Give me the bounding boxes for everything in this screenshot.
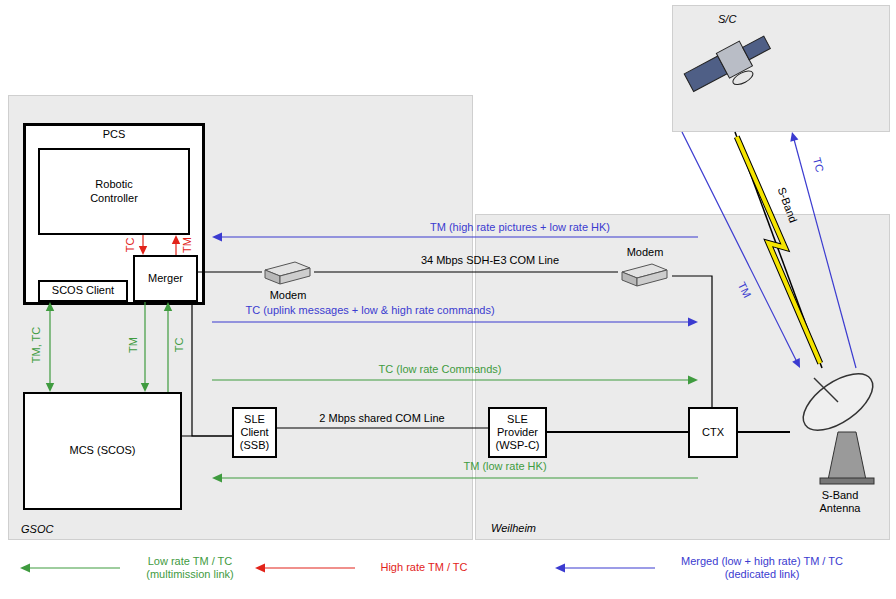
arrow-line <box>220 236 698 237</box>
connector-line <box>314 271 618 272</box>
com-line <box>547 432 688 433</box>
region-label: S/C <box>718 13 736 26</box>
arrow-line <box>220 477 698 478</box>
node-label: PCS <box>103 128 126 141</box>
process-box: MCS (SCOS) <box>23 392 182 510</box>
arrow-line <box>263 567 355 568</box>
edge-label: 2 Mbps shared COM Line <box>319 412 444 425</box>
connector-line <box>49 309 50 385</box>
process-box: SLE Provider (WSP-C) <box>488 407 547 458</box>
legend-sample-arrow <box>20 564 120 573</box>
node-label: MCS (SCOS) <box>70 444 136 457</box>
legend-label: Merged (low + high rate) TM / TC (dedica… <box>662 555 862 581</box>
node-label: S-Band Antenna <box>810 489 870 515</box>
link-label: TM (high rate pictures + low rate HK) <box>430 221 610 234</box>
antenna-base <box>820 478 874 484</box>
link-label: TC (low rate Commands) <box>379 363 502 376</box>
link-label: TM (low rate HK) <box>463 460 546 473</box>
edge-label: TC <box>124 238 137 253</box>
connector-line <box>167 309 168 392</box>
edge-label: TM <box>127 337 140 353</box>
legend-entry: High rate TM / TC <box>369 568 479 581</box>
com-line <box>738 432 790 433</box>
connector-line <box>277 427 488 428</box>
process-box: Merger <box>133 255 198 302</box>
legend-label: Low rate TM / TC (multimission link) <box>125 555 255 581</box>
com-line <box>277 428 488 429</box>
arrow-head <box>255 564 265 573</box>
edge-label: TC <box>173 338 186 353</box>
legend-sample-arrow <box>255 564 355 573</box>
connector-line <box>198 271 262 272</box>
node-label: SLE Client (SSB) <box>237 413 272 453</box>
node-label: Merger <box>148 272 183 285</box>
link-label: TC (uplink messages + low & high rate co… <box>245 304 494 317</box>
process-box: Robotic Controller <box>38 148 190 235</box>
connector-line <box>144 302 145 385</box>
com-line <box>314 272 618 273</box>
region-label: Weilheim <box>491 522 536 535</box>
node-label: SCOS Client <box>52 284 114 297</box>
legend-label: High rate TM / TC <box>369 561 479 574</box>
node-label: SLE Provider (WSP-C) <box>493 413 542 453</box>
site-region: GSOC PCS Robotic ControllerSCOS Client Merg… <box>8 95 473 540</box>
arrow-line <box>28 567 120 568</box>
node-label: Robotic Controller <box>79 178 149 204</box>
node-label: Modem <box>627 246 664 259</box>
edge-label: TC <box>810 156 827 174</box>
arrow-line <box>212 379 690 380</box>
com-line <box>198 272 262 273</box>
process-box: SCOS Client <box>38 280 128 302</box>
connector-line <box>547 431 688 433</box>
region-label: GSOC <box>21 523 53 536</box>
edge-label: 34 Mbps SDH-E3 COM Line <box>421 254 559 267</box>
legend-sample-arrow <box>555 564 655 573</box>
legend-entry: Merged (low + high rate) TM / TC (dedica… <box>662 568 862 594</box>
edge-label: TM <box>181 237 194 253</box>
connector-line <box>738 431 790 433</box>
node-label: CTX <box>702 426 724 439</box>
system-box: PCS Robotic ControllerSCOS Client Merger <box>23 123 205 305</box>
arrow-head <box>790 132 798 142</box>
process-box: SLE Client (SSB) <box>232 407 277 458</box>
arrow-head <box>555 564 565 573</box>
process-box: CTX <box>688 407 738 458</box>
arrow-head <box>20 564 30 573</box>
node-label: Modem <box>270 289 307 302</box>
edge-label: TM, TC <box>30 327 43 363</box>
legend-entry: Low rate TM / TC (multimission link) <box>125 568 255 594</box>
arrow-line <box>212 321 690 322</box>
arrow-line <box>563 567 655 568</box>
